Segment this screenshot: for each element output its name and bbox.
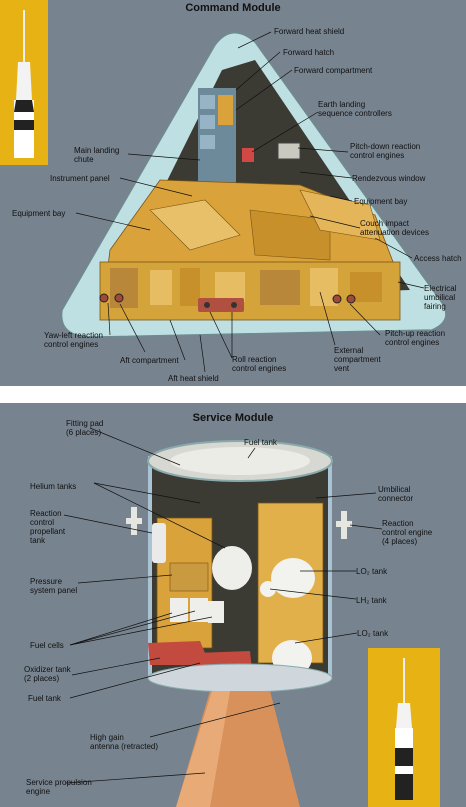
saturn-rocket-inset-top (0, 0, 48, 165)
label-lh2-tank: LH₂ tank (356, 596, 387, 605)
label-aft-compartment: Aft compartment (120, 356, 179, 365)
label-fuel-tank-bottom: Fuel tank (28, 694, 61, 703)
sm-bottom-rim (147, 663, 333, 693)
label-lo2-tank-1: LO₂ tank (356, 567, 388, 576)
label-rcs-propellant: Reaction control propellant tank (30, 509, 66, 545)
panel-divider (0, 386, 466, 403)
sm-rcs-quad-left (126, 507, 142, 535)
rocket-highlight-command-icon (14, 10, 34, 158)
rocket-highlight-service-icon (395, 658, 413, 800)
command-module-diagram (60, 31, 447, 373)
label-helium-tanks: Helium tanks (30, 482, 77, 491)
label-instrument-panel: Instrument panel (50, 174, 110, 183)
label-equipment-bay-left: Equipment bay (12, 209, 66, 218)
label-rcs-engine: Reaction control engine (4 places) (382, 519, 433, 546)
label-umbilical-connector: Umbilical connector (378, 485, 414, 503)
sm-lh2-tank (260, 581, 276, 597)
label-yaw-left: Yaw-left reaction control engines (44, 331, 103, 349)
label-pitch-up: Pitch-up reaction control engines (385, 329, 446, 347)
cm-pitch-up-engine-2 (346, 294, 356, 304)
cm-yaw-engine-1 (99, 293, 109, 303)
sm-helium-tank (212, 546, 252, 590)
label-fuel-tank-top: Fuel tank (244, 438, 277, 447)
label-forward-hatch: Forward hatch (283, 48, 335, 57)
label-electrical-fairing: Electrical umbilical fairing (424, 284, 457, 311)
sm-fuel-cell-1 (170, 598, 188, 622)
sm-lo2-tank-1 (271, 558, 315, 598)
label-rendezvous-window: Rendezvous window (352, 174, 426, 183)
command-module-panel: Command Module (0, 0, 466, 386)
service-module-panel: Service Module (0, 403, 466, 807)
label-pitch-down: Pitch-down reaction control engines (350, 142, 421, 160)
label-equipment-bay-right: Equipment bay (354, 197, 408, 206)
cm-yaw-engine-2 (114, 293, 124, 303)
label-aft-heat-shield: Aft heat shield (168, 374, 219, 383)
label-access-hatch: Access hatch (414, 254, 462, 263)
command-module-title: Command Module (185, 2, 281, 14)
sm-pressure-panel (169, 562, 209, 592)
cm-roll-engine-block (198, 298, 244, 312)
label-fitting-pad: Fitting pad (6 places) (66, 419, 104, 437)
label-pressure-panel: Pressure system panel (30, 577, 78, 595)
sm-fuel-cell-3 (208, 601, 224, 623)
label-service-propulsion: Service propulsion engine (26, 778, 92, 796)
cm-earth-landing-box (242, 148, 254, 162)
label-roll-reaction: Roll reaction control engines (232, 355, 287, 373)
saturn-rocket-inset-bottom (368, 648, 440, 807)
label-lo2-tank-2: LO₂ tank (357, 629, 389, 638)
sm-rcs-quad-right (336, 511, 352, 539)
sm-fuel-cell-2 (190, 598, 208, 622)
sm-rcs-tank (152, 523, 166, 563)
sm-leader-lines (63, 427, 383, 784)
service-module-diagram (63, 427, 383, 807)
cm-leader-lines (75, 31, 425, 373)
label-forward-compartment: Forward compartment (294, 66, 373, 75)
cm-rendezvous-window-shape (277, 142, 301, 160)
label-fuel-cells: Fuel cells (30, 641, 64, 650)
label-couch-impact: Couch impact attenuation devices (360, 219, 429, 237)
label-forward-heat-shield: Forward heat shield (274, 27, 345, 36)
service-module-title: Service Module (192, 412, 274, 424)
label-earth-landing: Earth landing sequence controllers (318, 100, 392, 118)
label-oxidizer-tank: Oxidizer tank (2 places) (24, 665, 71, 683)
label-main-chute: Main landing chute (74, 146, 120, 164)
label-external-vent: External compartment vent (334, 346, 381, 373)
label-high-gain: High gain antenna (retracted) (90, 733, 159, 751)
cm-pitch-up-engine-1 (332, 294, 342, 304)
